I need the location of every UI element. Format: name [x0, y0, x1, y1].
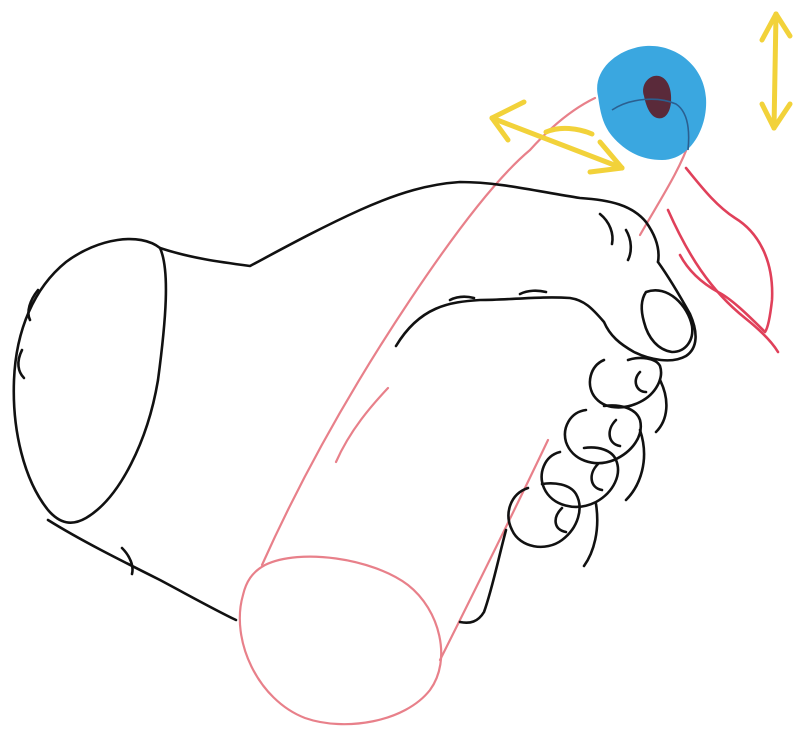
ribbon-shape: [668, 168, 778, 352]
vertical-double-arrow-icon: [762, 14, 790, 128]
forearm-top: [160, 182, 659, 266]
thumb: [396, 262, 696, 360]
wrist-opening: [14, 239, 166, 523]
forearm-bottom: [48, 520, 236, 620]
tube-edge-lower: [440, 440, 548, 660]
finger-index: [590, 358, 661, 407]
finger-middle: [565, 406, 641, 464]
tube-cap: [240, 557, 441, 725]
tube-shape: [240, 98, 690, 724]
hand-outline: [14, 182, 696, 623]
finger-ring: [542, 448, 618, 507]
tube-edge-upper: [262, 98, 595, 565]
finger-pinky: [509, 483, 580, 547]
eye-blob-icon: [597, 46, 706, 160]
